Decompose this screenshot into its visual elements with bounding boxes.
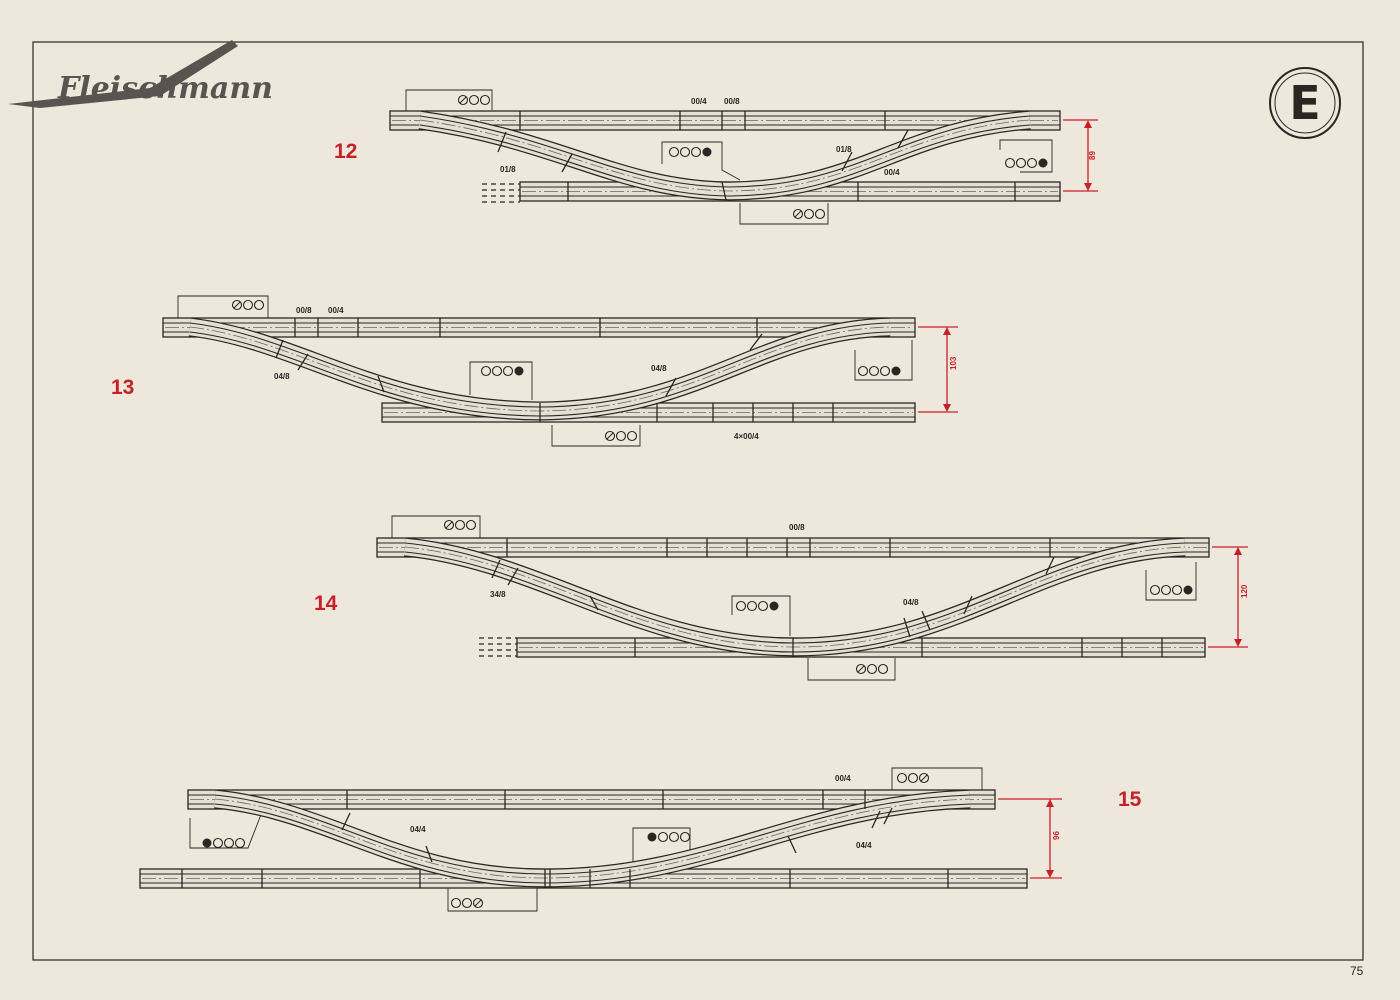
switch-signal-icon <box>792 208 826 220</box>
switch-signal-icon <box>202 837 246 849</box>
emblem-icon: E <box>1269 67 1341 139</box>
track-label: 04/8 <box>903 598 919 607</box>
switch-signal-icon <box>857 365 901 377</box>
dimension-value: 103 <box>949 356 958 370</box>
track-label: 04/4 <box>410 825 426 834</box>
layout-14: 00/8 34/8 04/8 120 14 <box>314 515 1249 681</box>
switch-signal-icon <box>457 94 491 106</box>
emblem-letter: E <box>1289 76 1320 130</box>
switch-signal-icon <box>604 430 638 442</box>
track-label: 04/8 <box>651 364 667 373</box>
dimension-value: 89 <box>1088 151 1097 160</box>
dimension-value: 96 <box>1052 831 1061 840</box>
dimension-line: 89 <box>1063 119 1098 192</box>
dimension-line: 96 <box>998 798 1062 879</box>
page-frame <box>32 41 1364 961</box>
switch-signal-icon <box>450 897 484 909</box>
page-number: 75 <box>1350 964 1364 978</box>
switch-signal-icon <box>647 831 691 843</box>
switch-signal-icon <box>896 772 930 784</box>
fleischmann-logo: Fleischmann <box>8 40 273 108</box>
dimension-line: 120 <box>1208 546 1249 648</box>
track-label: 34/8 <box>490 590 506 599</box>
layout-number: 14 <box>314 592 338 615</box>
layout-12: 00/4 00/8 01/8 01/8 00/4 89 12 <box>334 89 1098 225</box>
logo-text: Fleischmann <box>57 71 273 106</box>
layout-number: 12 <box>334 140 357 163</box>
track-label: 01/8 <box>836 145 852 154</box>
track-label: 00/8 <box>789 523 805 532</box>
dimension-line: 103 <box>918 326 958 413</box>
track-label: 00/4 <box>884 168 900 177</box>
layout-number: 13 <box>111 376 134 399</box>
track-label: 04/8 <box>274 372 290 381</box>
layout-13: 00/8 00/4 04/8 04/8 4×00/4 103 13 <box>111 295 958 447</box>
switch-signal-icon <box>668 146 712 158</box>
dimension-value: 120 <box>1240 584 1249 598</box>
track-label: 4×00/4 <box>734 432 759 441</box>
switch-signal-icon <box>735 600 779 612</box>
track-label: 00/8 <box>296 306 312 315</box>
layout-15: 00/4 04/4 04/4 96 15 <box>139 767 1142 912</box>
track-label: 00/4 <box>328 306 344 315</box>
switch-signal-icon <box>855 663 889 675</box>
track-label: 00/4 <box>691 97 707 106</box>
switch-signal-icon <box>1004 157 1048 169</box>
track-label: 01/8 <box>500 165 516 174</box>
track-label: 04/4 <box>856 841 872 850</box>
switch-signal-icon <box>480 365 524 377</box>
switch-signal-icon <box>443 519 477 531</box>
layout-number: 15 <box>1118 788 1142 811</box>
switch-signal-icon <box>231 299 265 311</box>
track-label: 00/8 <box>724 97 740 106</box>
track-label: 00/4 <box>835 774 851 783</box>
switch-signal-icon <box>1149 584 1193 596</box>
